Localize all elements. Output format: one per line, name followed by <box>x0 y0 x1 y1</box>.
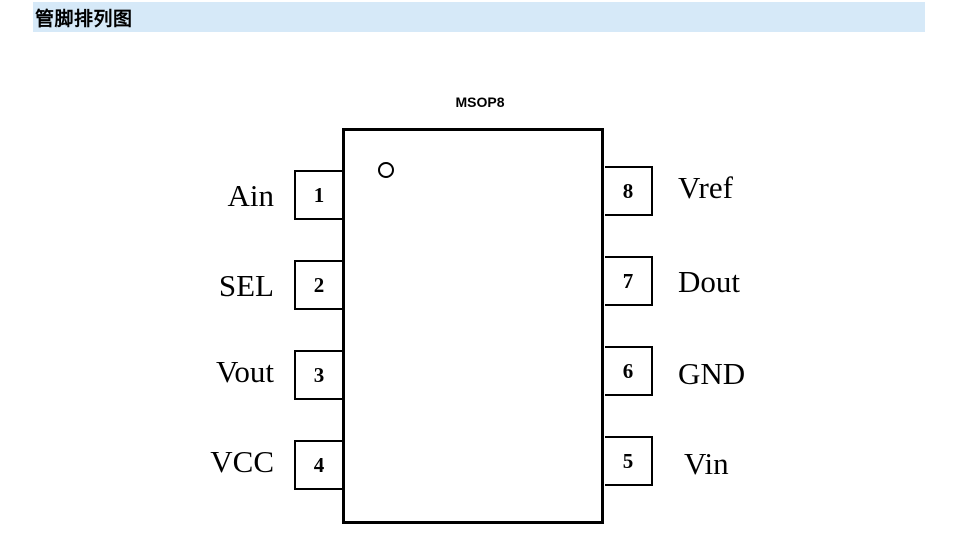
pin-3-box: 3 <box>294 350 342 400</box>
pin-8-name: Vref <box>678 170 733 205</box>
pin-6-box: 6 <box>605 346 653 396</box>
pin-4-box: 4 <box>294 440 342 490</box>
pin-7-name: Dout <box>678 264 740 299</box>
pin-8-box: 8 <box>605 166 653 216</box>
pin-1-box: 1 <box>294 170 342 220</box>
section-title-bar: 管脚排列图 <box>33 2 925 32</box>
pin-1-name: Ain <box>227 178 275 213</box>
pin-7-box: 7 <box>605 256 653 306</box>
section-title: 管脚排列图 <box>35 7 133 30</box>
pin1-indicator-icon <box>378 162 394 178</box>
pin-3-name: Vout <box>215 354 274 389</box>
pin-2-box: 2 <box>294 260 342 310</box>
pin-4-name: VCC <box>210 444 274 479</box>
pin-5-box: 5 <box>605 436 653 486</box>
pin-5-name: Vin <box>684 446 729 481</box>
pin-2-name: SEL <box>218 268 274 303</box>
package-label: MSOP8 <box>455 94 505 110</box>
chip-body <box>342 128 604 524</box>
pin-6-name: GND <box>678 356 746 391</box>
